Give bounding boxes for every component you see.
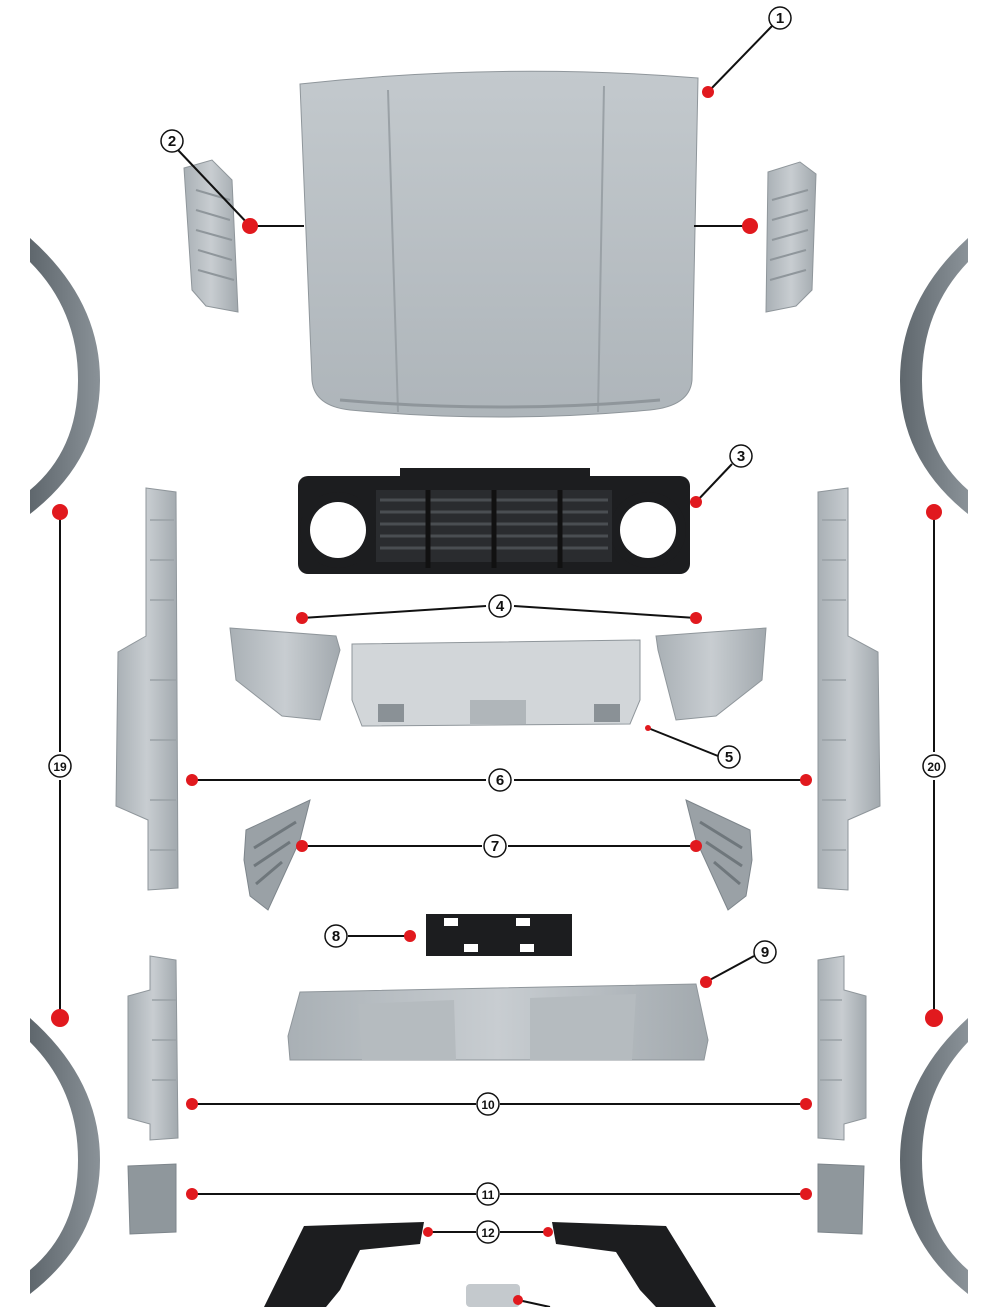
rear-trim-left — [127, 1163, 177, 1235]
arch-right-front — [900, 238, 968, 514]
marker — [296, 840, 308, 852]
svg-text:7: 7 — [491, 838, 499, 855]
marker — [800, 774, 812, 786]
rear-bracket-left — [264, 1222, 424, 1307]
callout-10: 10 — [476, 1092, 500, 1116]
callout-12: 12 — [476, 1220, 500, 1244]
svg-text:3: 3 — [737, 448, 745, 465]
marker — [800, 1098, 812, 1110]
callout-11: 11 — [476, 1182, 500, 1206]
bumper-corner-left — [229, 627, 341, 721]
side-skirt-left-front — [115, 487, 179, 891]
marker — [690, 496, 702, 508]
marker — [702, 86, 714, 98]
arch-left-front — [30, 238, 100, 514]
svg-text:5: 5 — [725, 749, 733, 766]
callout-19: 19 — [48, 754, 72, 778]
side-grille-right — [685, 799, 753, 911]
callout-20: 20 — [922, 754, 946, 778]
rear-trim-right — [817, 1163, 865, 1235]
front-grille-part — [298, 468, 690, 574]
marker — [51, 1009, 69, 1027]
marker — [925, 1009, 943, 1027]
marker — [645, 725, 651, 731]
license-plate-bracket-part — [426, 914, 572, 956]
hood-vent-right — [765, 161, 817, 313]
svg-text:6: 6 — [496, 772, 504, 789]
callout-5: 5 — [717, 745, 741, 769]
marker — [242, 218, 258, 234]
marker — [513, 1295, 523, 1305]
marker — [926, 504, 942, 520]
svg-text:8: 8 — [332, 928, 340, 945]
side-skirt-right-rear — [817, 955, 867, 1141]
svg-text:11: 11 — [482, 1188, 495, 1202]
svg-text:19: 19 — [53, 760, 67, 774]
marker — [690, 612, 702, 624]
bottom-part — [466, 1284, 520, 1307]
marker — [186, 1188, 198, 1200]
marker — [186, 774, 198, 786]
callout-1: 1 — [768, 6, 792, 30]
arch-left-rear — [30, 1018, 100, 1294]
marker — [423, 1227, 433, 1237]
side-skirt-right-front — [817, 487, 881, 891]
side-grille-left — [243, 799, 311, 911]
callout-3: 3 — [729, 444, 753, 468]
bumper-center — [351, 639, 641, 727]
marker — [742, 218, 758, 234]
bumper-corner-right — [655, 627, 767, 721]
callout-9: 9 — [753, 940, 777, 964]
svg-text:4: 4 — [496, 598, 505, 615]
callout-badges: 1 2 3 4 5 6 7 8 9 10 11 12 19 20 — [48, 6, 946, 1244]
marker — [700, 976, 712, 988]
callout-4: 4 — [488, 594, 512, 618]
svg-text:10: 10 — [481, 1098, 495, 1112]
svg-text:20: 20 — [927, 760, 941, 774]
marker — [800, 1188, 812, 1200]
markers — [51, 86, 943, 1305]
callout-8: 8 — [324, 924, 348, 948]
callout-7: 7 — [483, 834, 507, 858]
svg-text:1: 1 — [776, 10, 784, 27]
callout-6: 6 — [488, 768, 512, 792]
marker — [404, 930, 416, 942]
callout-2: 2 — [160, 129, 184, 153]
marker — [296, 612, 308, 624]
rear-bumper-part — [287, 983, 709, 1061]
marker — [52, 504, 68, 520]
svg-text:9: 9 — [761, 944, 769, 961]
svg-text:2: 2 — [168, 133, 176, 150]
svg-text:12: 12 — [481, 1226, 495, 1240]
hood-part — [299, 70, 699, 418]
hood-vent-left — [183, 159, 239, 313]
rear-bracket-right — [552, 1222, 716, 1307]
marker — [186, 1098, 198, 1110]
marker — [690, 840, 702, 852]
marker — [543, 1227, 553, 1237]
arch-right-rear — [900, 1018, 968, 1294]
side-skirt-left-rear — [127, 955, 179, 1141]
